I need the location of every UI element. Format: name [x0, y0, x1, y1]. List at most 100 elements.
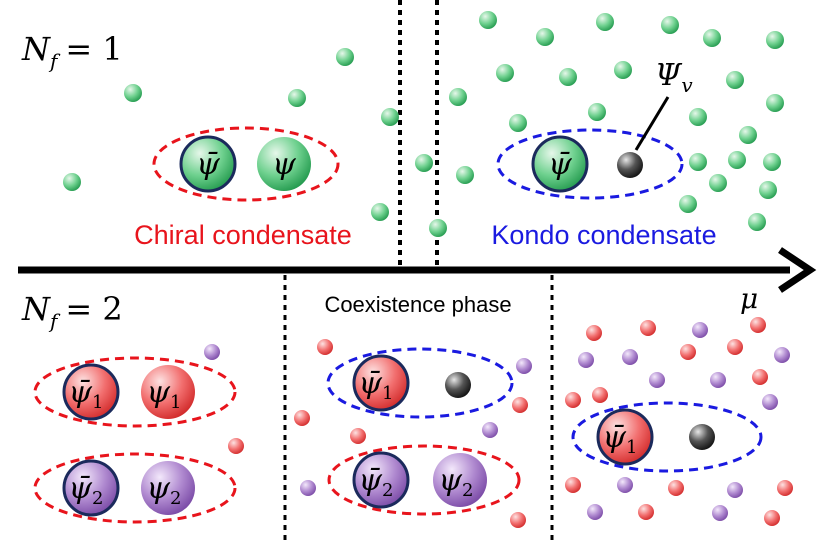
- purple-particle: [578, 352, 594, 368]
- purple-particle: [516, 358, 532, 374]
- chiral-loop-flavor1: [33, 356, 237, 428]
- antiquark-red-bordered: [596, 408, 654, 466]
- green-particle: [496, 64, 514, 82]
- green-particle: [766, 31, 784, 49]
- antiquark-purple-bordered: [62, 459, 120, 517]
- red-particle: [510, 512, 526, 528]
- red-particle: [512, 397, 528, 413]
- heavy-impurity: [617, 152, 643, 178]
- heavy-impurity: [445, 372, 471, 398]
- green-particle: [703, 29, 721, 47]
- green-particle: [479, 11, 497, 29]
- red-particle: [727, 339, 743, 355]
- red-particle: [317, 339, 333, 355]
- red-particle: [294, 410, 310, 426]
- red-particle: [668, 480, 684, 496]
- green-particle: [456, 166, 474, 184]
- chiral-pairs-nf2: ψ̄1 ψ1 ψ̄2 ψ2: [33, 344, 244, 524]
- antiquark-symbol: ψ̄1: [69, 375, 104, 413]
- green-particle: [429, 219, 447, 237]
- kondo-loop: [496, 128, 684, 200]
- quark-green: [257, 137, 311, 191]
- antiquark-symbol: ψ̄2: [69, 471, 104, 509]
- mu-axis-arrow: [18, 247, 817, 293]
- purple-particle: [300, 480, 316, 496]
- green-particle: [661, 16, 679, 34]
- green-particle: [415, 154, 433, 172]
- purple-particle: [649, 372, 665, 388]
- coexistence-phase-label: Coexistence phase: [324, 292, 511, 317]
- green-particle: [449, 88, 467, 106]
- purple-particle: [710, 372, 726, 388]
- nf2-label: Nf= 2: [21, 290, 123, 333]
- green-particle: [63, 173, 81, 191]
- quark-symbol: ψ1: [147, 375, 182, 413]
- purple-particle: [712, 505, 728, 521]
- quark-red: [141, 365, 195, 419]
- green-particle: [726, 71, 744, 89]
- green-particle: [748, 213, 766, 231]
- green-particle: [124, 84, 142, 102]
- chiral-loop-flavor2: [327, 444, 521, 516]
- green-particle: [763, 153, 781, 171]
- antiquark-purple-bordered: [352, 451, 410, 509]
- green-particle: [689, 153, 707, 171]
- green-particle: [766, 94, 784, 112]
- antiquark-green-bordered: [531, 135, 589, 193]
- purple-particle: [482, 422, 498, 438]
- antiquark-green-bordered: [179, 135, 237, 193]
- antiquark-symbol: ψ̄: [196, 147, 220, 182]
- kondo-pair-nf1: ψ̄: [496, 96, 684, 200]
- antiquark-symbol: ψ̄: [548, 147, 572, 182]
- quark-purple: [433, 453, 487, 507]
- green-particle: [759, 181, 777, 199]
- coexistence-pairs: ψ̄1 ψ̄2 ψ2: [294, 339, 532, 528]
- red-particle: [750, 317, 766, 333]
- purple-particle: [727, 482, 743, 498]
- quark-symbol: ψ2: [439, 463, 474, 501]
- kondo-condensate-label: Kondo condensate: [491, 220, 716, 250]
- green-particle: [739, 126, 757, 144]
- antiquark-symbol: ψ̄1: [603, 420, 638, 458]
- green-particle: [288, 89, 306, 107]
- mu-axis-label: μ: [740, 282, 758, 315]
- purple-particle: [622, 349, 638, 365]
- red-particle: [592, 387, 608, 403]
- purple-particle: [692, 322, 708, 338]
- red-particle: [777, 480, 793, 496]
- purple-particle: [587, 504, 603, 520]
- red-particle: [680, 344, 696, 360]
- green-particle: [709, 174, 727, 192]
- green-particle: [679, 195, 697, 213]
- purple-particle: [762, 394, 778, 410]
- red-particle: [764, 510, 780, 526]
- top-background-particles: [63, 11, 784, 237]
- red-particle: [350, 428, 366, 444]
- antiquark-red-bordered: [62, 363, 120, 421]
- heavy-impurity: [689, 424, 715, 450]
- quark-symbol: ψ2: [147, 471, 182, 509]
- purple-particle: [774, 347, 790, 363]
- green-particle: [728, 151, 746, 169]
- red-particle: [228, 438, 244, 454]
- antiquark-symbol: ψ̄1: [359, 366, 394, 404]
- green-particle: [689, 108, 707, 126]
- kondo-loop: [571, 401, 763, 473]
- green-particle: [536, 28, 554, 46]
- red-particle: [640, 320, 656, 336]
- red-particle: [586, 325, 602, 341]
- chiral-condensate-label: Chiral condensate: [134, 220, 352, 250]
- impurity-pointer-line: [634, 96, 670, 151]
- kondo-pair-nf2: ψ̄1: [565, 317, 793, 526]
- red-particle: [638, 504, 654, 520]
- green-particle: [381, 108, 399, 126]
- chiral-loop-flavor2: [33, 452, 237, 524]
- antiquark-red-bordered: [352, 354, 410, 412]
- nf1-label: Nf= 1: [21, 30, 123, 73]
- green-particle: [559, 68, 577, 86]
- green-particle: [509, 114, 527, 132]
- chiral-loop: [152, 126, 340, 202]
- impurity-label: Ψv: [655, 58, 693, 97]
